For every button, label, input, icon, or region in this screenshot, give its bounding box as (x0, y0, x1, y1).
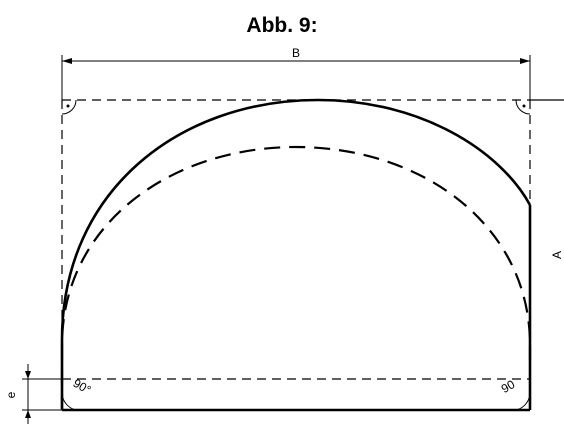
top-left-right-angle-mark (61, 99, 77, 115)
outer-solid-arc (60, 98, 532, 410)
dimension-e (22, 364, 62, 424)
dimension-b-label: B (292, 46, 300, 60)
top-right-right-angle-mark (515, 99, 531, 115)
dimension-b (61, 55, 531, 100)
bottom-right-angle-label: 90 (499, 377, 518, 396)
dimension-a-label: A (550, 251, 564, 259)
bottom-right-angle-mark (515, 391, 531, 411)
dim-e-bottom-arrow (25, 410, 31, 418)
dim-b-right-arrow (520, 58, 530, 64)
dashed-bounding-rectangle (61, 99, 531, 380)
dimension-e-label: e (4, 391, 18, 398)
bottom-left-angle-mark (61, 391, 77, 411)
dim-b-left-arrow (62, 58, 72, 64)
bottom-left-angle-label: 90° (71, 376, 94, 397)
inner-dashed-arc (60, 145, 532, 410)
figure-title: Abb. 9: (246, 14, 318, 37)
dim-e-top-arrow (25, 371, 31, 379)
